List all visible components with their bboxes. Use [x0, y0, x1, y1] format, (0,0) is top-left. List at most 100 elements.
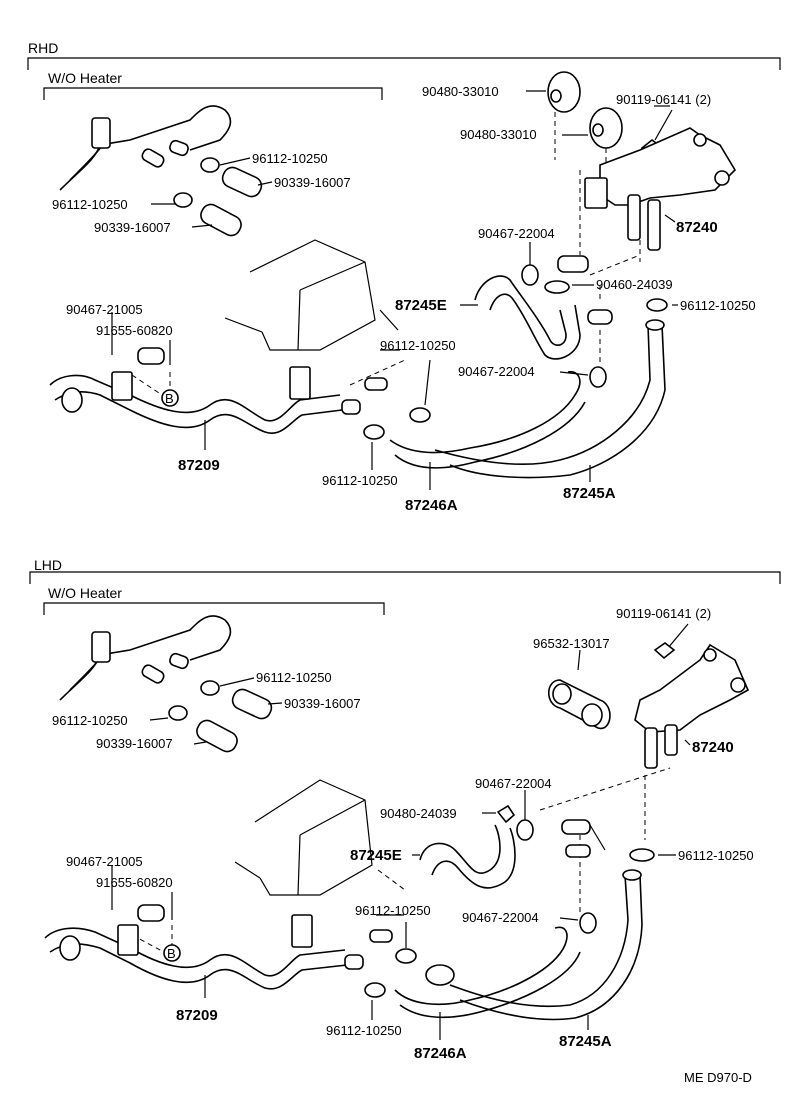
- label-96112-10250: 96112-10250: [326, 1023, 402, 1038]
- label-96112-10250: 96112-10250: [322, 473, 398, 488]
- rhd-plug: [137, 347, 165, 365]
- rhd-bracket-pipe-1: [627, 194, 641, 241]
- label-90119-06141-2: 90119-06141 (2): [616, 606, 711, 621]
- lhd-engine-outline: [254, 779, 373, 896]
- rhd-engine-outline: [249, 239, 376, 351]
- rhd-bracket-87240: [599, 127, 737, 206]
- b-mark: B: [167, 946, 176, 961]
- rhd-hose-bracket-2: [289, 366, 311, 400]
- label-96112-10250: 96112-10250: [355, 903, 431, 918]
- rhd-wo-pipe-stub-2: [169, 139, 189, 157]
- label-90480-33010: 90480-33010: [422, 84, 499, 99]
- lhd-wo-heater-title: W/O Heater: [48, 585, 122, 601]
- lhd-wo-clamp-1: [200, 680, 220, 696]
- rhd-clamp-90460: [544, 280, 570, 294]
- rhd-valve: [584, 177, 608, 209]
- rhd-clamp-mid: [409, 407, 431, 423]
- lhd-clip-90480: [496, 804, 516, 824]
- rhd-wo-clamp-1: [200, 157, 220, 173]
- lhd-clip-90467-a: [516, 819, 534, 841]
- lhd-section: LHD W/O Heater 96112-10250 90339-16007 9…: [29, 557, 781, 1062]
- lhd-clamp-96112-r: [629, 848, 655, 862]
- label-96112-10250: 96112-10250: [680, 298, 756, 313]
- label-90467-22004: 90467-22004: [475, 776, 552, 791]
- lhd-section-title: LHD: [34, 557, 62, 573]
- lhd-bracket-pipe-1: [644, 727, 658, 769]
- rhd-clip-90467-b: [589, 366, 607, 388]
- label-90467-22004: 90467-22004: [478, 226, 555, 241]
- label-96112-10250: 96112-10250: [380, 338, 456, 353]
- rhd-b-marker: [161, 389, 179, 407]
- label-87240: 87240: [692, 739, 734, 756]
- label-90339-16007: 90339-16007: [96, 736, 173, 751]
- lhd-hose-mouth: [425, 964, 455, 986]
- label-87240: 87240: [676, 219, 718, 236]
- label-87246a: 87246A: [405, 497, 458, 514]
- lhd-hose-clamp-left: [59, 935, 81, 961]
- label-90460-24039: 90460-24039: [596, 277, 673, 292]
- label-96112-10250: 96112-10250: [252, 151, 328, 166]
- label-90467-22004: 90467-22004: [458, 364, 535, 379]
- lhd-clamp-bottom: [364, 982, 386, 998]
- label-90339-16007: 90339-16007: [284, 696, 361, 711]
- lhd-hose-bracket-2: [291, 914, 313, 948]
- b-mark: B: [165, 391, 174, 406]
- label-87209: 87209: [178, 457, 220, 474]
- rhd-wo-cap-1: [221, 166, 263, 198]
- label-96532-13017: 96532-13017: [533, 636, 610, 651]
- lhd-bracket-pipe-2: [664, 724, 678, 756]
- lhd-hose-bracket-1: [117, 924, 139, 956]
- label-87245e: 87245E: [350, 847, 402, 864]
- label-90339-16007: 90339-16007: [94, 220, 171, 235]
- lhd-wo-heater-bracket: [43, 602, 385, 615]
- rhd-wo-heater-sketch: [59, 105, 263, 237]
- rhd-section-title: RHD: [28, 40, 58, 56]
- label-87245e: 87245E: [395, 297, 447, 314]
- label-96112-10250: 96112-10250: [256, 670, 332, 685]
- rhd-wo-heater-bracket: [43, 87, 383, 100]
- rhd-pipe-fitting: [557, 255, 589, 273]
- label-87209: 87209: [176, 1007, 218, 1024]
- label-90119-06141-2: 90119-06141 (2): [616, 92, 711, 107]
- label-91655-60820: 91655-60820: [96, 875, 173, 890]
- lhd-wo-cap-2: [196, 719, 238, 753]
- rhd-section: RHD W/O Heater 96112-10250 90339-16007 9…: [27, 40, 781, 514]
- label-91655-60820: 91655-60820: [96, 323, 173, 338]
- label-90467-22004: 90467-22004: [462, 910, 539, 925]
- rhd-hose-bracket-1: [111, 371, 133, 401]
- label-96112-10250: 96112-10250: [678, 848, 754, 863]
- lhd-bolt: [653, 642, 676, 660]
- lhd-pipe-fitting: [561, 819, 591, 835]
- rhd-bracket-line: [27, 57, 781, 70]
- lhd-bracket-line: [29, 571, 781, 584]
- label-87245a: 87245A: [563, 485, 616, 502]
- rhd-clamp-bottom: [363, 424, 385, 440]
- label-87246a: 87246A: [414, 1045, 467, 1062]
- label-90480-33010: 90480-33010: [460, 127, 537, 142]
- rhd-clip-90467-a: [521, 264, 539, 286]
- label-90339-16007: 90339-16007: [274, 175, 351, 190]
- rhd-hose-clamp-left: [61, 387, 83, 413]
- lhd-wo-clamp-2: [168, 705, 188, 721]
- label-90467-21005: 90467-21005: [66, 302, 143, 317]
- rhd-hose-end: [341, 399, 361, 415]
- rhd-clamp-96112-r: [646, 298, 668, 312]
- rhd-pipe-fitting-2: [587, 309, 613, 325]
- lhd-hose-end: [344, 954, 364, 970]
- lhd-plug: [137, 904, 165, 922]
- rhd-wo-heater-title: W/O Heater: [48, 70, 122, 86]
- label-96112-10250: 96112-10250: [52, 713, 128, 728]
- diagram-code: ME D970-D: [684, 1070, 752, 1085]
- rhd-wo-cap-2: [200, 203, 242, 237]
- rhd-wo-pipe-stub: [141, 148, 165, 168]
- label-87245a: 87245A: [559, 1033, 612, 1050]
- lhd-wo-cap-1: [231, 688, 273, 720]
- lhd-clamp-mid: [395, 948, 417, 964]
- lhd-clip-90467-b: [579, 912, 597, 934]
- rhd-bracket-pipe-2: [647, 199, 661, 251]
- rhd-pipe-stub-mid: [364, 377, 388, 391]
- rhd-wo-clamp-2: [173, 192, 193, 208]
- label-96112-10250: 96112-10250: [52, 197, 128, 212]
- lhd-wo-heater-sketch: [59, 615, 273, 753]
